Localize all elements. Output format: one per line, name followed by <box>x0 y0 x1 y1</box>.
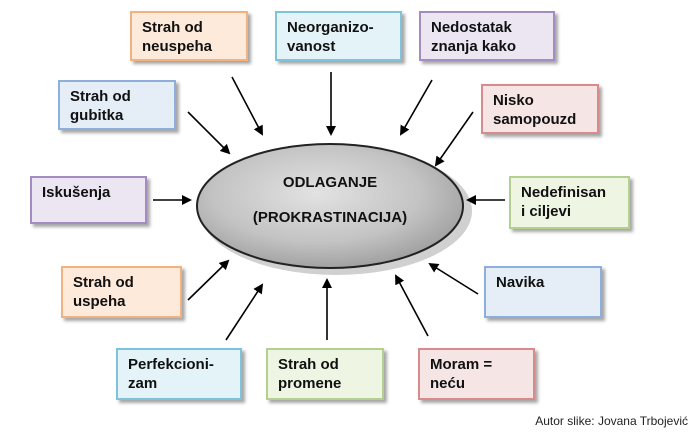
cause-box-habit: Navika <box>484 266 602 318</box>
image-credit: Autor slike: Jovana Trbojević <box>535 414 688 428</box>
cause-box-perfectionism: Perfekcioni- zam <box>116 348 242 400</box>
arrow-9 <box>225 283 264 341</box>
arrow-11 <box>395 274 429 337</box>
cause-box-fear-of-success: Strah od uspeha <box>61 266 182 318</box>
center-title-line2: (PROKRASTINACIJA) <box>252 209 408 226</box>
center-ellipse <box>196 143 464 269</box>
arrow-8 <box>428 262 479 295</box>
center-title-line1: ODLAGANJE <box>282 174 378 191</box>
cause-box-undefined-goals: Nedefinisan i ciljevi <box>509 176 630 229</box>
arrow-0 <box>231 76 263 136</box>
cause-box-must-equals-wont: Moram = neću <box>418 348 535 400</box>
arrow-3 <box>187 111 231 155</box>
cause-box-fear-of-change: Strah od promene <box>266 348 384 400</box>
cause-box-low-self-confidence: Nisko samopouzd <box>481 84 599 134</box>
cause-box-temptations: Iskušenja <box>30 176 147 224</box>
arrow-2 <box>400 79 433 136</box>
cause-box-disorganization: Neorganizo- vanost <box>275 11 402 61</box>
cause-box-fear-of-failure: Strah od neuspeha <box>130 11 248 61</box>
cause-box-lack-of-knowledge: Nedostatak znanja kako <box>419 11 555 61</box>
arrows-group <box>153 72 505 341</box>
arrow-4 <box>434 111 474 167</box>
cause-box-fear-of-loss: Strah od gubitka <box>58 80 176 130</box>
arrow-7 <box>187 259 230 301</box>
